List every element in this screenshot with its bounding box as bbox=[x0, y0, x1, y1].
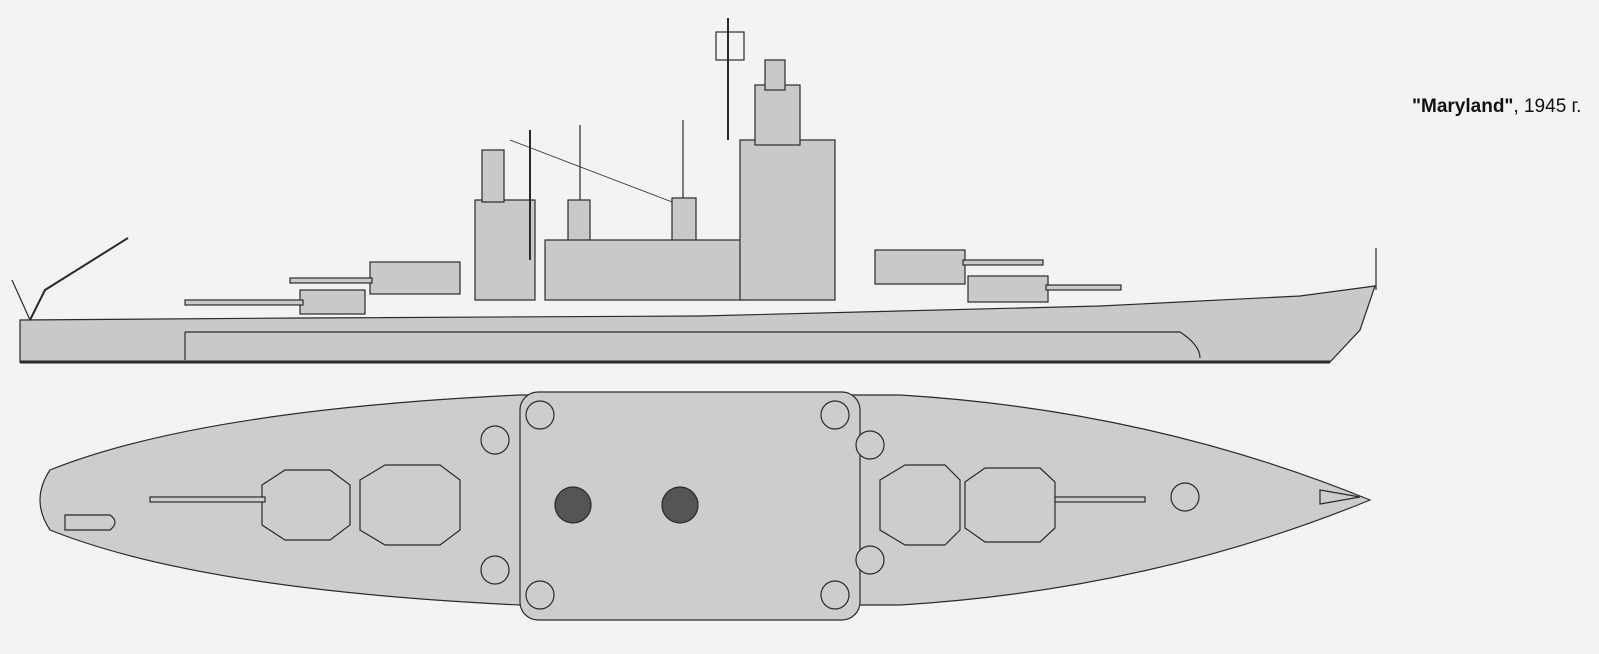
gun-barrels-2 bbox=[962, 259, 1044, 266]
forward-tower bbox=[739, 139, 836, 301]
aft-turret-3 bbox=[369, 261, 461, 295]
stern-boat bbox=[64, 514, 116, 531]
forward-tower-top bbox=[754, 84, 801, 146]
boom-wire bbox=[509, 139, 681, 206]
gun-barrels-3 bbox=[289, 277, 373, 284]
gun-barrels-4 bbox=[184, 299, 304, 306]
aa-mount-4 bbox=[480, 555, 510, 585]
turret-3-plan bbox=[359, 464, 461, 546]
aft-mast-base bbox=[481, 149, 505, 203]
aa-mount-5 bbox=[525, 400, 555, 430]
aa-mount-7 bbox=[820, 400, 850, 430]
radar-antenna bbox=[715, 31, 745, 61]
aa-mount-bow bbox=[1170, 482, 1200, 512]
fire-control-director bbox=[764, 59, 786, 91]
aa-mount-2 bbox=[855, 545, 885, 575]
funnel-forward-top bbox=[661, 486, 699, 524]
gun-barrels-4-plan bbox=[149, 496, 266, 503]
side-profile bbox=[11, 18, 1377, 364]
aircraft-crane bbox=[29, 237, 129, 321]
turret-1-plan bbox=[964, 467, 1056, 543]
drawing-caption: "Maryland", 1945 г. bbox=[1412, 96, 1581, 118]
forward-turret-2 bbox=[874, 249, 966, 285]
forward-turret-1 bbox=[967, 275, 1049, 303]
gun-barrels-1-plan bbox=[1054, 496, 1146, 503]
funnel-aft-top bbox=[554, 486, 592, 524]
armor-belt bbox=[185, 331, 1201, 359]
aa-mount-8 bbox=[820, 580, 850, 610]
turret-2-plan bbox=[879, 464, 961, 546]
ensign-staff bbox=[11, 279, 31, 321]
aft-superstructure bbox=[474, 199, 536, 301]
ship-name: "Maryland" bbox=[1412, 96, 1514, 117]
gun-barrels-1 bbox=[1045, 284, 1122, 291]
turret-4-plan bbox=[261, 469, 351, 541]
plan-view bbox=[39, 391, 1372, 621]
aa-mount-3 bbox=[480, 425, 510, 455]
bow-tip bbox=[1319, 489, 1361, 505]
aa-mount-6 bbox=[525, 580, 555, 610]
aa-mount-1 bbox=[855, 430, 885, 460]
aft-turret-4 bbox=[299, 289, 366, 315]
midship-superstructure bbox=[544, 239, 746, 301]
caption-year: , 1945 г. bbox=[1513, 96, 1582, 117]
